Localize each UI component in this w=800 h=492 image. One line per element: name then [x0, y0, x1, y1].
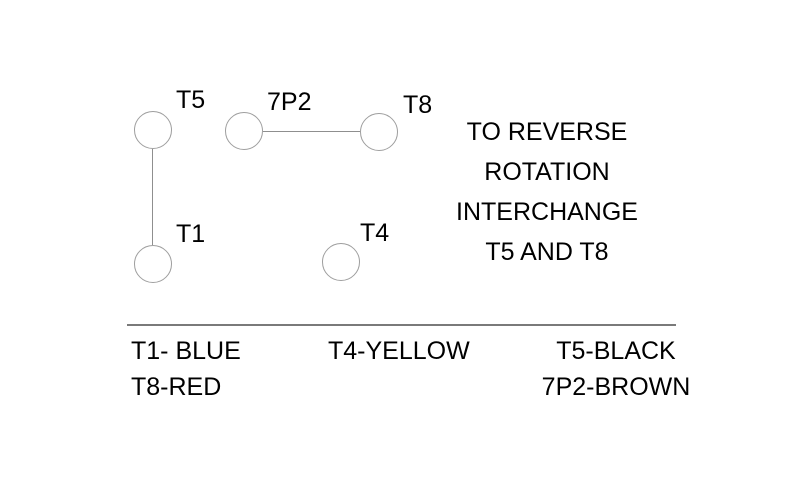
terminal-t8-label: T8 [403, 91, 433, 119]
rotation-note: TO REVERSE ROTATION INTERCHANGE T5 AND T… [427, 112, 667, 272]
legend-t1-blue: T1- BLUE [131, 337, 241, 365]
terminal-7p2-circle [225, 112, 263, 150]
wire-7p2-t8 [263, 131, 360, 132]
terminal-t1-circle [134, 245, 172, 283]
terminal-t8-circle [360, 113, 398, 151]
legend-t4-yellow: T4-YELLOW [328, 337, 470, 365]
rotation-note-line-1: TO REVERSE [466, 118, 628, 146]
legend-t8-red: T8-RED [131, 373, 222, 401]
terminal-t4-circle [322, 243, 360, 281]
legend-t5-black: T5-BLACK [556, 337, 676, 365]
terminal-t1-label: T1 [176, 220, 206, 248]
terminal-t5-circle [134, 111, 172, 149]
terminal-t5-label: T5 [176, 86, 206, 114]
terminal-t4-label: T4 [360, 219, 390, 247]
legend-7p2-brown: 7P2-BROWN [541, 373, 691, 401]
terminal-7p2-label: 7P2 [267, 88, 312, 116]
rotation-note-line-2: ROTATION [484, 158, 610, 186]
rotation-note-line-4: T5 AND T8 [485, 238, 609, 266]
rotation-note-line-3: INTERCHANGE [456, 198, 638, 226]
wire-t5-t1 [152, 149, 153, 245]
legend-divider [127, 324, 676, 326]
